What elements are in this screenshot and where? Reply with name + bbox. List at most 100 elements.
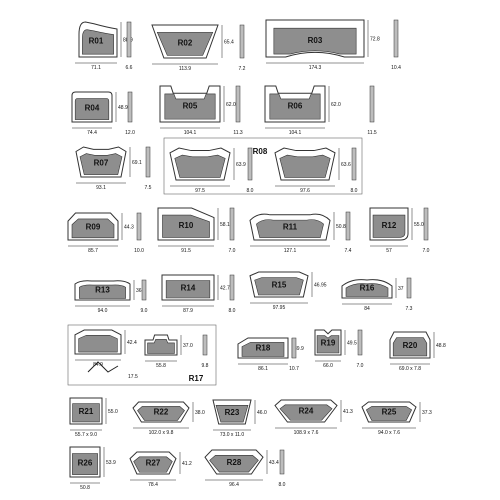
- pad-r08a: 97.563.98.0: [169, 147, 254, 194]
- width-value: 69.0 x 7.8: [399, 366, 421, 372]
- pad-friction-material: [241, 342, 285, 357]
- pad-code-label: R22: [154, 407, 169, 416]
- side-profile: [406, 277, 412, 299]
- pad-friction-material: [82, 29, 114, 55]
- width-value: 50.8: [80, 485, 90, 491]
- side-profile: [279, 449, 285, 475]
- height-value: 63.9: [236, 162, 246, 168]
- thickness-value: 10.4: [391, 65, 401, 71]
- side-profile: [351, 147, 357, 181]
- thickness-value: 7.2: [239, 66, 246, 72]
- side-profile: [126, 21, 132, 58]
- pad-code-label: R23: [225, 408, 240, 417]
- pad-code-label: R01: [89, 37, 104, 46]
- pad-friction-material: [365, 406, 413, 421]
- pad-code-label: R28: [227, 458, 242, 467]
- thickness-value: 11.5: [367, 130, 377, 136]
- height-value: 41.3: [343, 409, 353, 415]
- side-profile: [136, 212, 142, 241]
- width-value: 108.9 x 7.6: [294, 430, 319, 436]
- height-value: 36.2: [136, 288, 146, 294]
- height-value: 42.7: [220, 286, 230, 292]
- pad-code-label: R12: [382, 221, 397, 230]
- thickness-value: 7.5: [145, 185, 152, 191]
- thickness-value: 7.0: [357, 363, 364, 369]
- thickness-value: 9.0: [141, 308, 148, 314]
- pad-friction-material: [78, 334, 118, 353]
- side-profile: [357, 329, 363, 356]
- pad-r13: R13 94.0 36.2 9.0: [74, 279, 148, 314]
- side-profile: [247, 147, 253, 181]
- thickness-value: 8.0: [351, 188, 358, 194]
- pad-friction-material: [164, 93, 216, 120]
- width-value: 96.4: [229, 482, 239, 488]
- pad-friction-material: [273, 27, 357, 55]
- height-value: 62.0: [226, 102, 236, 108]
- height-value: 44.3: [124, 225, 134, 231]
- side-profile: [235, 85, 241, 123]
- height-value: 65.4: [224, 40, 234, 46]
- pad-code-label: R07: [94, 159, 109, 168]
- height-value: 55.0: [108, 409, 118, 415]
- pad-r17a: 84.942.4: [74, 329, 137, 368]
- thickness-value: 7.3: [406, 306, 413, 312]
- pad-code-label: R13: [95, 285, 110, 294]
- width-value: 104.1: [184, 130, 197, 136]
- height-value: 50.8: [336, 224, 346, 230]
- width-value: 102.0 x 9.8: [149, 430, 174, 436]
- width-value: 66.0: [323, 363, 333, 369]
- r17-group-frame: [67, 324, 217, 386]
- pad-code-label: R05: [183, 101, 198, 110]
- height-value: 46.0: [257, 410, 267, 416]
- height-value: 49.5: [347, 341, 357, 347]
- pad-r15: R15 97.95 46.95: [249, 271, 327, 311]
- pad-code-label: R20: [403, 341, 418, 350]
- width-value: 94.0 x 7.6: [378, 430, 400, 436]
- side-profile: [202, 334, 208, 356]
- width-value: 94.0: [98, 308, 108, 314]
- width-value: 55.7 x 9.0: [75, 432, 97, 438]
- height-value: 72.8: [370, 37, 380, 43]
- width-value: 74.4: [87, 130, 97, 136]
- pad-code-label: R27: [146, 459, 161, 468]
- width-value: 85.7: [88, 248, 98, 254]
- height-value: 37: [398, 286, 404, 292]
- width-value: 97.95: [273, 305, 286, 311]
- width-value: 97.5: [195, 188, 205, 194]
- thickness-value: 8.0: [279, 482, 286, 488]
- height-value: 46.95: [314, 283, 327, 289]
- r17-clip-dimension: 17.5: [128, 374, 138, 380]
- pad-friction-material: [392, 337, 428, 357]
- pad-r17b: 55.837.09.8: [144, 334, 209, 369]
- pad-friction-material: [279, 404, 333, 421]
- pad-friction-material: [256, 219, 324, 239]
- pad-friction-material: [72, 453, 98, 475]
- pad-friction-material: [165, 280, 211, 299]
- width-value: 87.9: [183, 308, 193, 314]
- height-value: 37.3: [422, 410, 432, 416]
- pad-code-label: R11: [283, 222, 298, 231]
- pad-code-label: R16: [360, 283, 375, 292]
- width-value: 73.0 x 11.0: [220, 432, 245, 438]
- side-profile: [345, 211, 351, 241]
- r08-group-frame: [163, 137, 363, 195]
- thickness-value: 7.4: [345, 248, 352, 254]
- pad-friction-material: [269, 93, 321, 120]
- height-value: 48.9: [118, 105, 128, 111]
- pad-code-label: R15: [272, 281, 287, 290]
- pad-code-label: R19: [321, 339, 336, 348]
- pad-friction-material: [72, 403, 100, 423]
- pad-code-label: R21: [79, 407, 94, 416]
- width-value: 97.6: [300, 188, 310, 194]
- r08-group-label: R08: [253, 147, 268, 156]
